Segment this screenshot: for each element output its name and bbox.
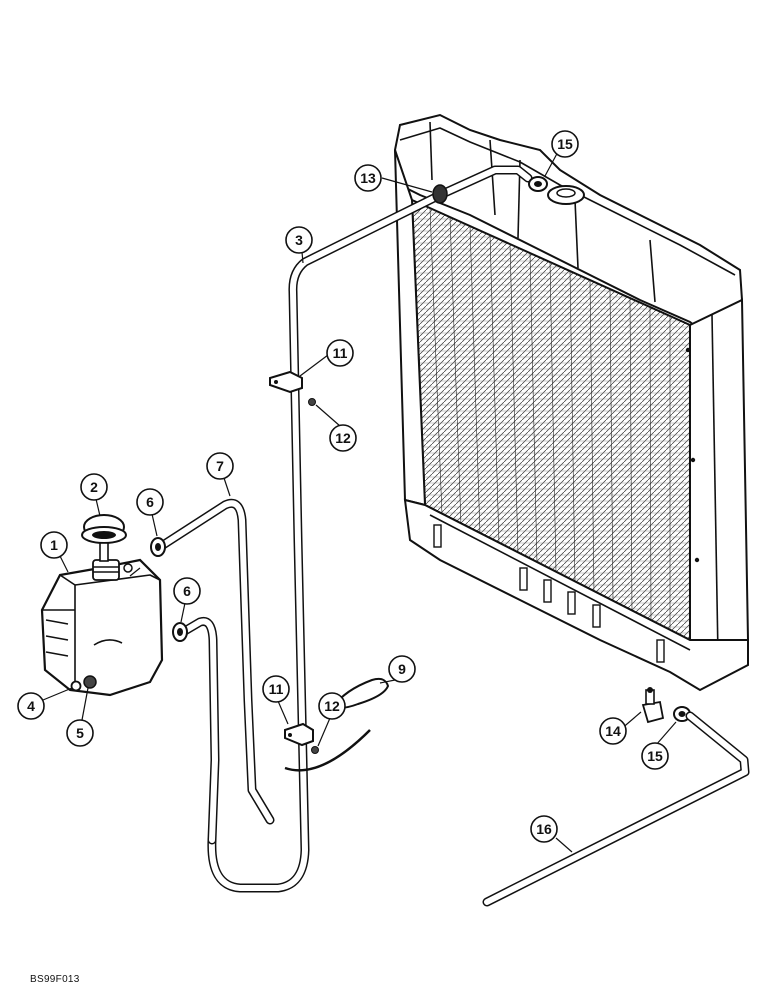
callout-label: 5 (76, 725, 84, 741)
callout: 4 (17, 692, 45, 720)
callout: 15 (551, 130, 579, 158)
reservoir-hoses (158, 498, 275, 845)
radiator (393, 113, 750, 692)
callout: 1 (40, 531, 68, 559)
callout: 11 (262, 675, 290, 703)
radiator-side-frame (689, 298, 750, 667)
nut-upper (308, 398, 316, 406)
leader-lines (42, 147, 677, 853)
callout-label: 14 (605, 723, 621, 739)
nut-lower (311, 746, 319, 754)
callout-label: 16 (536, 821, 552, 837)
callout: 15 (641, 742, 669, 770)
figure-reference-code: BS99F013 (30, 974, 80, 985)
callout: 9 (388, 655, 416, 683)
callout-label: 15 (647, 748, 663, 764)
callout: 2 (80, 473, 108, 501)
callout: 13 (354, 164, 382, 192)
callout-label: 11 (333, 345, 348, 361)
tube-clip-lower (284, 722, 314, 747)
callout: 5 (66, 719, 94, 747)
callout: 7 (206, 452, 234, 480)
tube-clip-upper (269, 370, 303, 394)
drain-fitting (83, 675, 97, 689)
callout-label: 15 (557, 136, 573, 152)
callout-label: 11 (269, 681, 284, 697)
callout-label: 1 (50, 537, 58, 553)
callout: 11 (326, 339, 354, 367)
drain-valve (641, 687, 665, 724)
callout-label: 12 (324, 698, 340, 714)
callout-label: 3 (295, 232, 303, 248)
callout-label: 13 (360, 170, 376, 186)
radiator-fins (429, 207, 671, 630)
radiator-top-tank (393, 113, 744, 332)
callout: 12 (329, 424, 357, 452)
callout-label: 2 (90, 479, 98, 495)
callout: 14 (599, 717, 627, 745)
callout-label: 6 (146, 494, 154, 510)
callout: 6 (136, 488, 164, 516)
callout-label: 12 (335, 430, 351, 446)
callout-label: 9 (398, 661, 406, 677)
callout: 6 (173, 577, 201, 605)
overflow-tube (207, 165, 533, 893)
callout: 3 (285, 226, 313, 254)
tube-grommet (432, 184, 448, 204)
callout-label: 7 (216, 458, 224, 474)
reservoir-cap (81, 514, 127, 562)
drain-plug (70, 680, 82, 692)
callout: 16 (530, 815, 558, 843)
callout: 12 (318, 692, 346, 720)
drain-hose (482, 711, 750, 907)
callout-label: 4 (27, 698, 35, 714)
tie-strap (284, 677, 390, 772)
coolant-reservoir (40, 558, 164, 697)
callout-label: 6 (183, 583, 191, 599)
